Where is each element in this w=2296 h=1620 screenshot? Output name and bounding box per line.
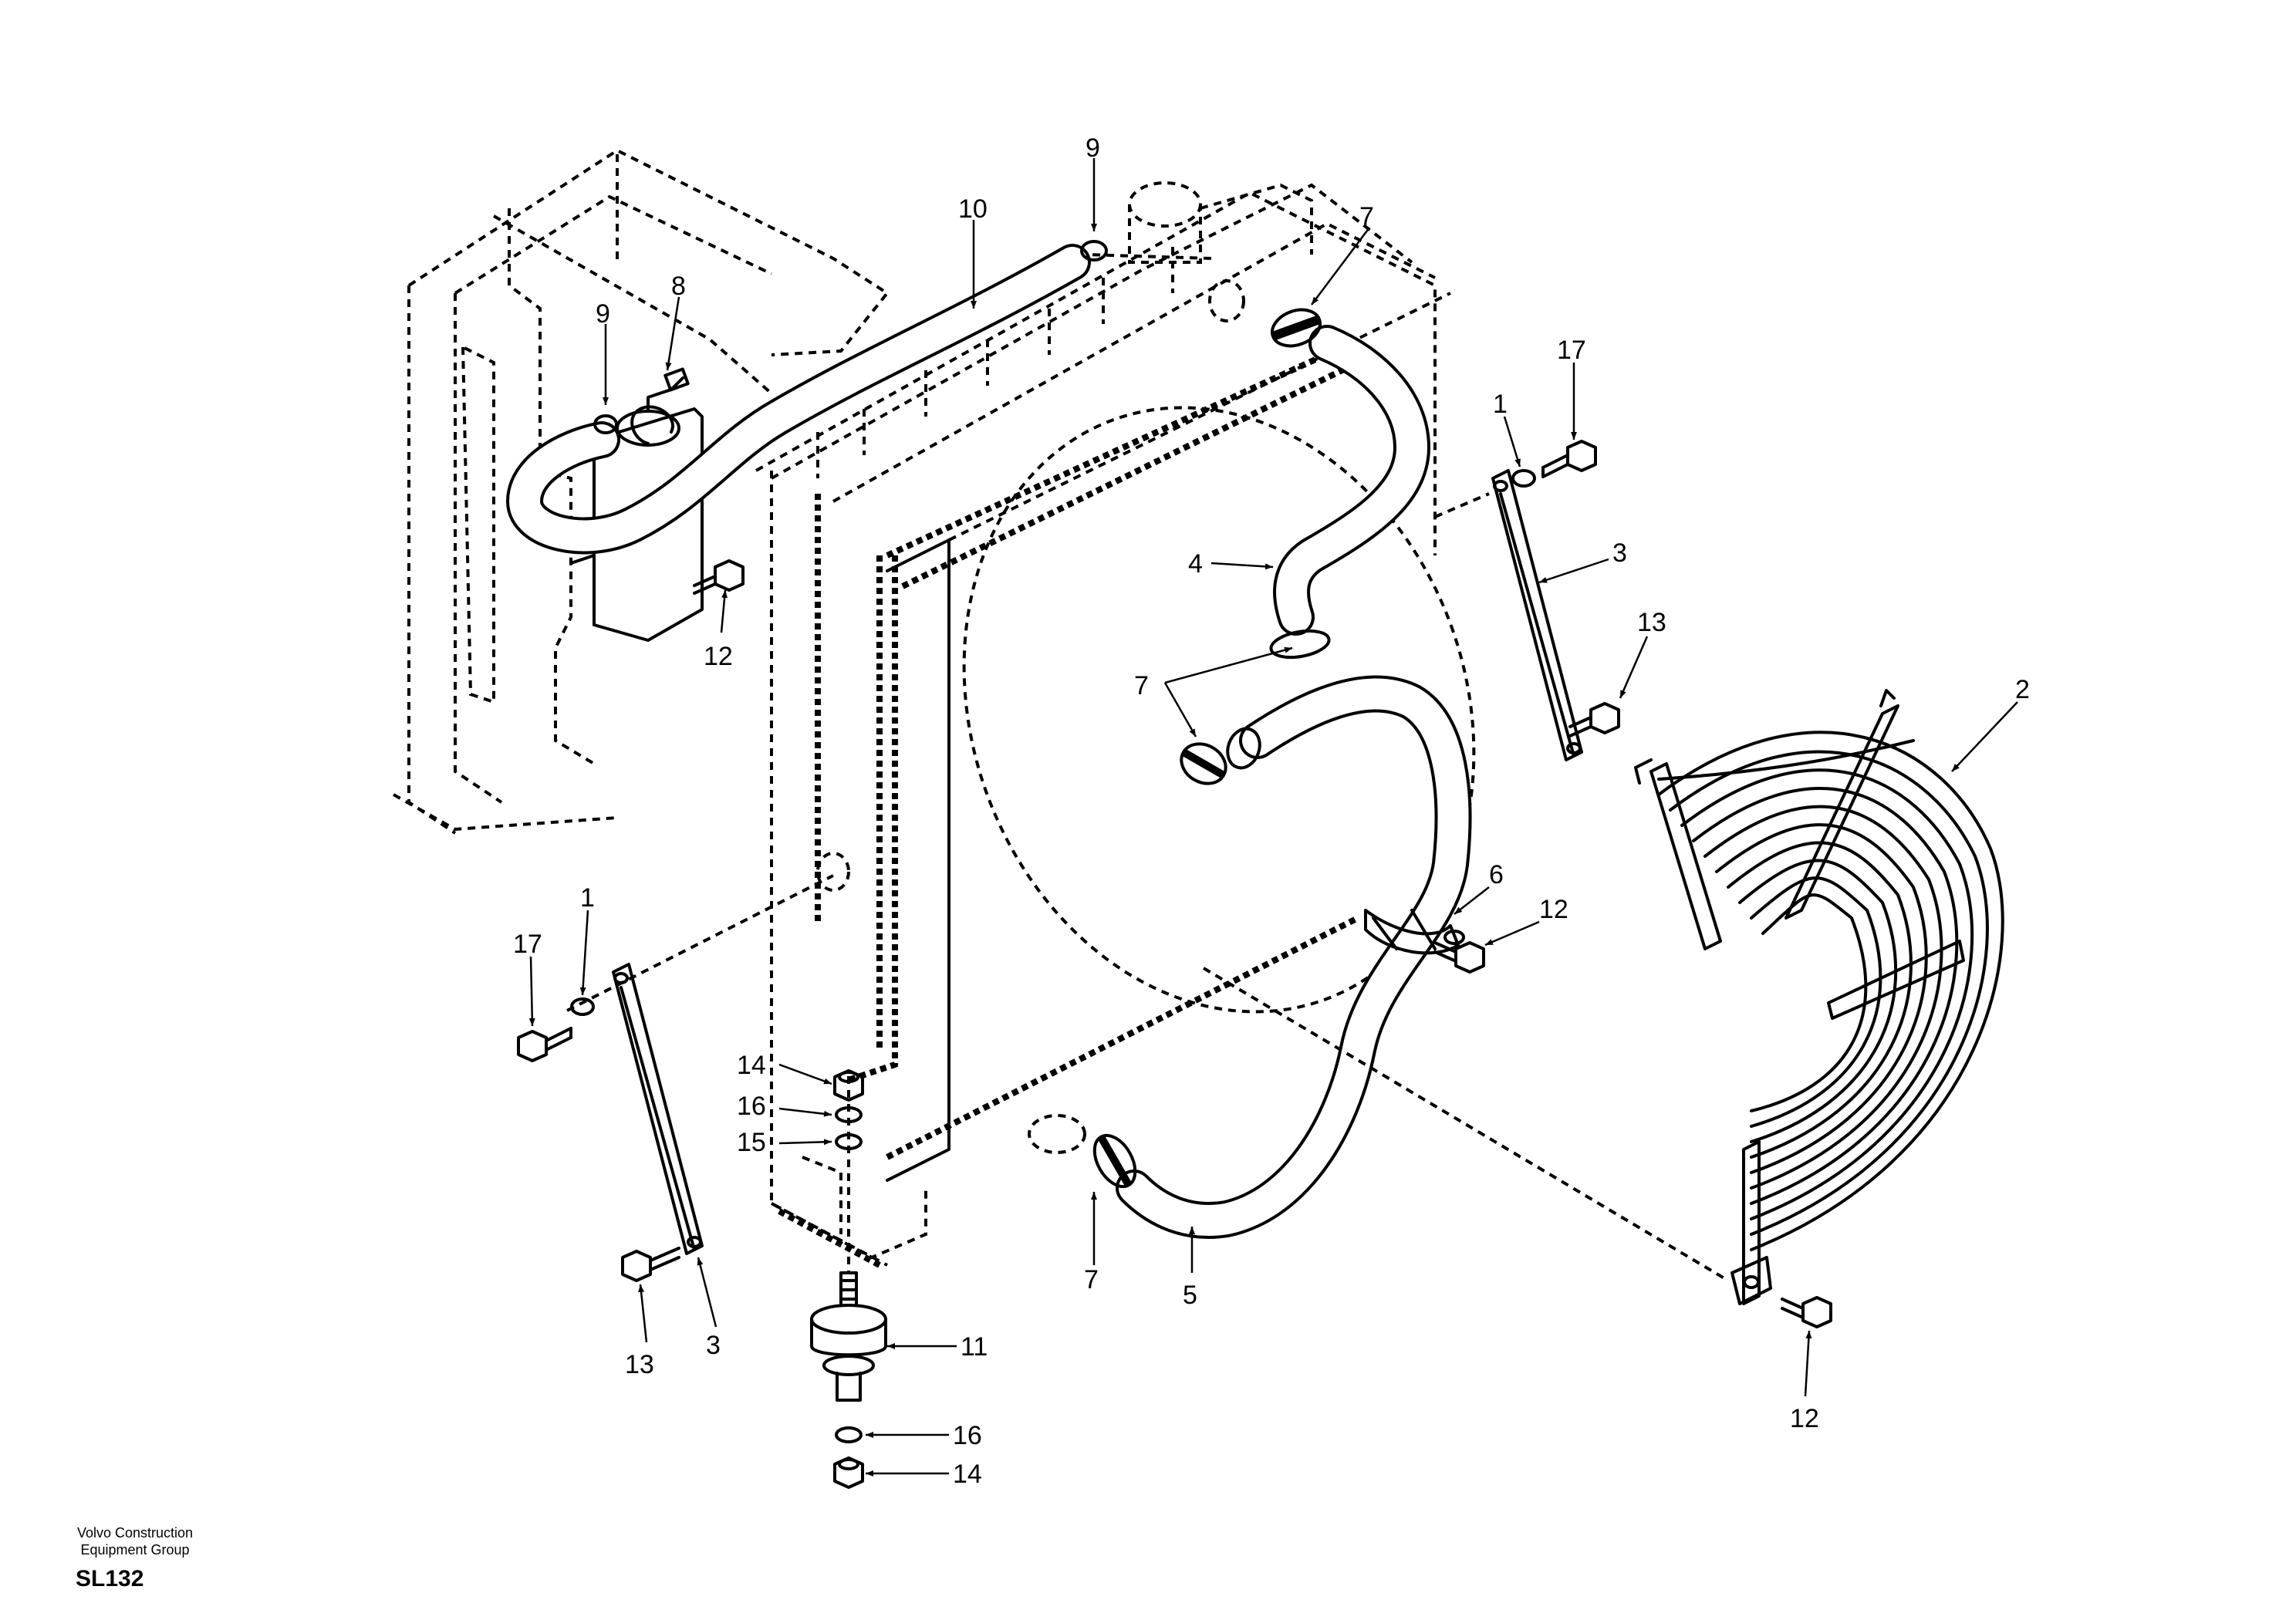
callout-16-bottom: 16 (953, 1421, 982, 1450)
callout-12-hose: 12 (1539, 895, 1568, 924)
callout-10: 10 (958, 194, 988, 224)
callout-14-bottom: 14 (953, 1460, 982, 1489)
callout-13-left: 13 (625, 1350, 654, 1379)
washer-9 (593, 240, 1108, 434)
bolt-17 (517, 440, 1597, 1062)
callout-7-bottom: 7 (1084, 1265, 1099, 1294)
mount-stack (810, 1069, 887, 1489)
footer-credit: Volvo Construction Equipment Group SL132 (46, 1524, 224, 1592)
callout-3-left: 3 (706, 1331, 721, 1360)
stay-bar-left (612, 963, 704, 1255)
callout-14-top: 14 (737, 1051, 766, 1080)
hose-clamp-7 (1092, 308, 1331, 1189)
callout-1-right: 1 (1493, 390, 1508, 419)
callout-17-right: 17 (1557, 336, 1586, 365)
bolt-12 (693, 559, 1832, 1328)
callout-3-right: 3 (1612, 538, 1627, 568)
callout-4: 4 (1188, 549, 1203, 579)
washer-1 (570, 469, 1536, 1016)
callout-15: 15 (737, 1128, 766, 1157)
callout-2: 2 (2015, 675, 2030, 704)
callout-8: 8 (671, 272, 686, 301)
callout-1-left: 1 (580, 883, 595, 913)
callout-16-top: 16 (737, 1092, 766, 1121)
org-name-line1: Volvo Construction (76, 1525, 194, 1541)
org-name-line2: Equipment Group (80, 1542, 190, 1558)
callout-6: 6 (1489, 860, 1504, 889)
stay-bar-right (1491, 469, 1583, 761)
callout-17-left: 17 (513, 930, 542, 959)
callout-11: 11 (961, 1332, 988, 1362)
assembly-lines (566, 253, 1730, 1282)
overflow-hose (506, 244, 1091, 555)
callout-13-right: 13 (1637, 608, 1666, 637)
hose-clip-6 (1364, 909, 1465, 955)
callout-12-tank: 12 (704, 642, 733, 671)
machine-frame-outline (393, 148, 890, 835)
callout-7-top: 7 (1359, 202, 1374, 231)
callout-9-left: 9 (596, 299, 610, 329)
upper-hose (1273, 325, 1430, 636)
callout-7-mid: 7 (1134, 671, 1149, 700)
callout-12-guard: 12 (1790, 1404, 1819, 1433)
diagram-code: SL132 (76, 1566, 144, 1591)
callout-9-top: 9 (1086, 133, 1100, 163)
callout-5: 5 (1183, 1281, 1197, 1310)
callout-leaders (528, 158, 2018, 1477)
bolt-13 (621, 702, 1620, 1282)
fan-guard (1634, 689, 2004, 1305)
lower-hose (1116, 675, 1472, 1239)
callout-labels: 10 9 9 8 7 7 7 4 17 1 3 13 2 6 12 12 12 … (513, 133, 2030, 1489)
